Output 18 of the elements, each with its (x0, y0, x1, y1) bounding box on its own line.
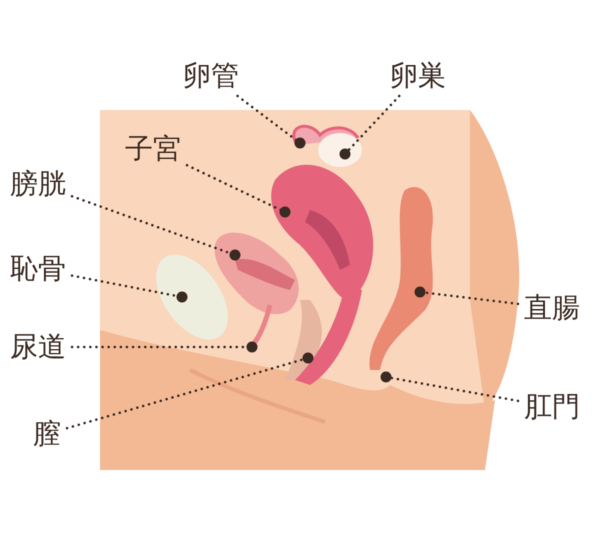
organ-label: 膀胱 (10, 170, 66, 198)
organ-label: 子宮 (125, 135, 181, 163)
leader-line (236, 94, 306, 148)
leader-line (70, 274, 188, 302)
leader-line (380, 372, 520, 402)
organ-label: 膣 (33, 420, 61, 448)
leader-line (186, 164, 290, 218)
leader-line (70, 195, 240, 260)
organ-label: 肛門 (524, 393, 580, 421)
organ-label: 卵管 (183, 62, 239, 90)
leader-line (70, 342, 258, 352)
organ-label: 卵巣 (390, 62, 446, 90)
organ-label: 尿道 (10, 333, 66, 361)
leader-line (340, 94, 401, 160)
organ-label: 直腸 (524, 294, 580, 322)
leader-line (414, 286, 520, 306)
leader-line (66, 352, 314, 430)
organ-label: 恥骨 (10, 255, 66, 283)
